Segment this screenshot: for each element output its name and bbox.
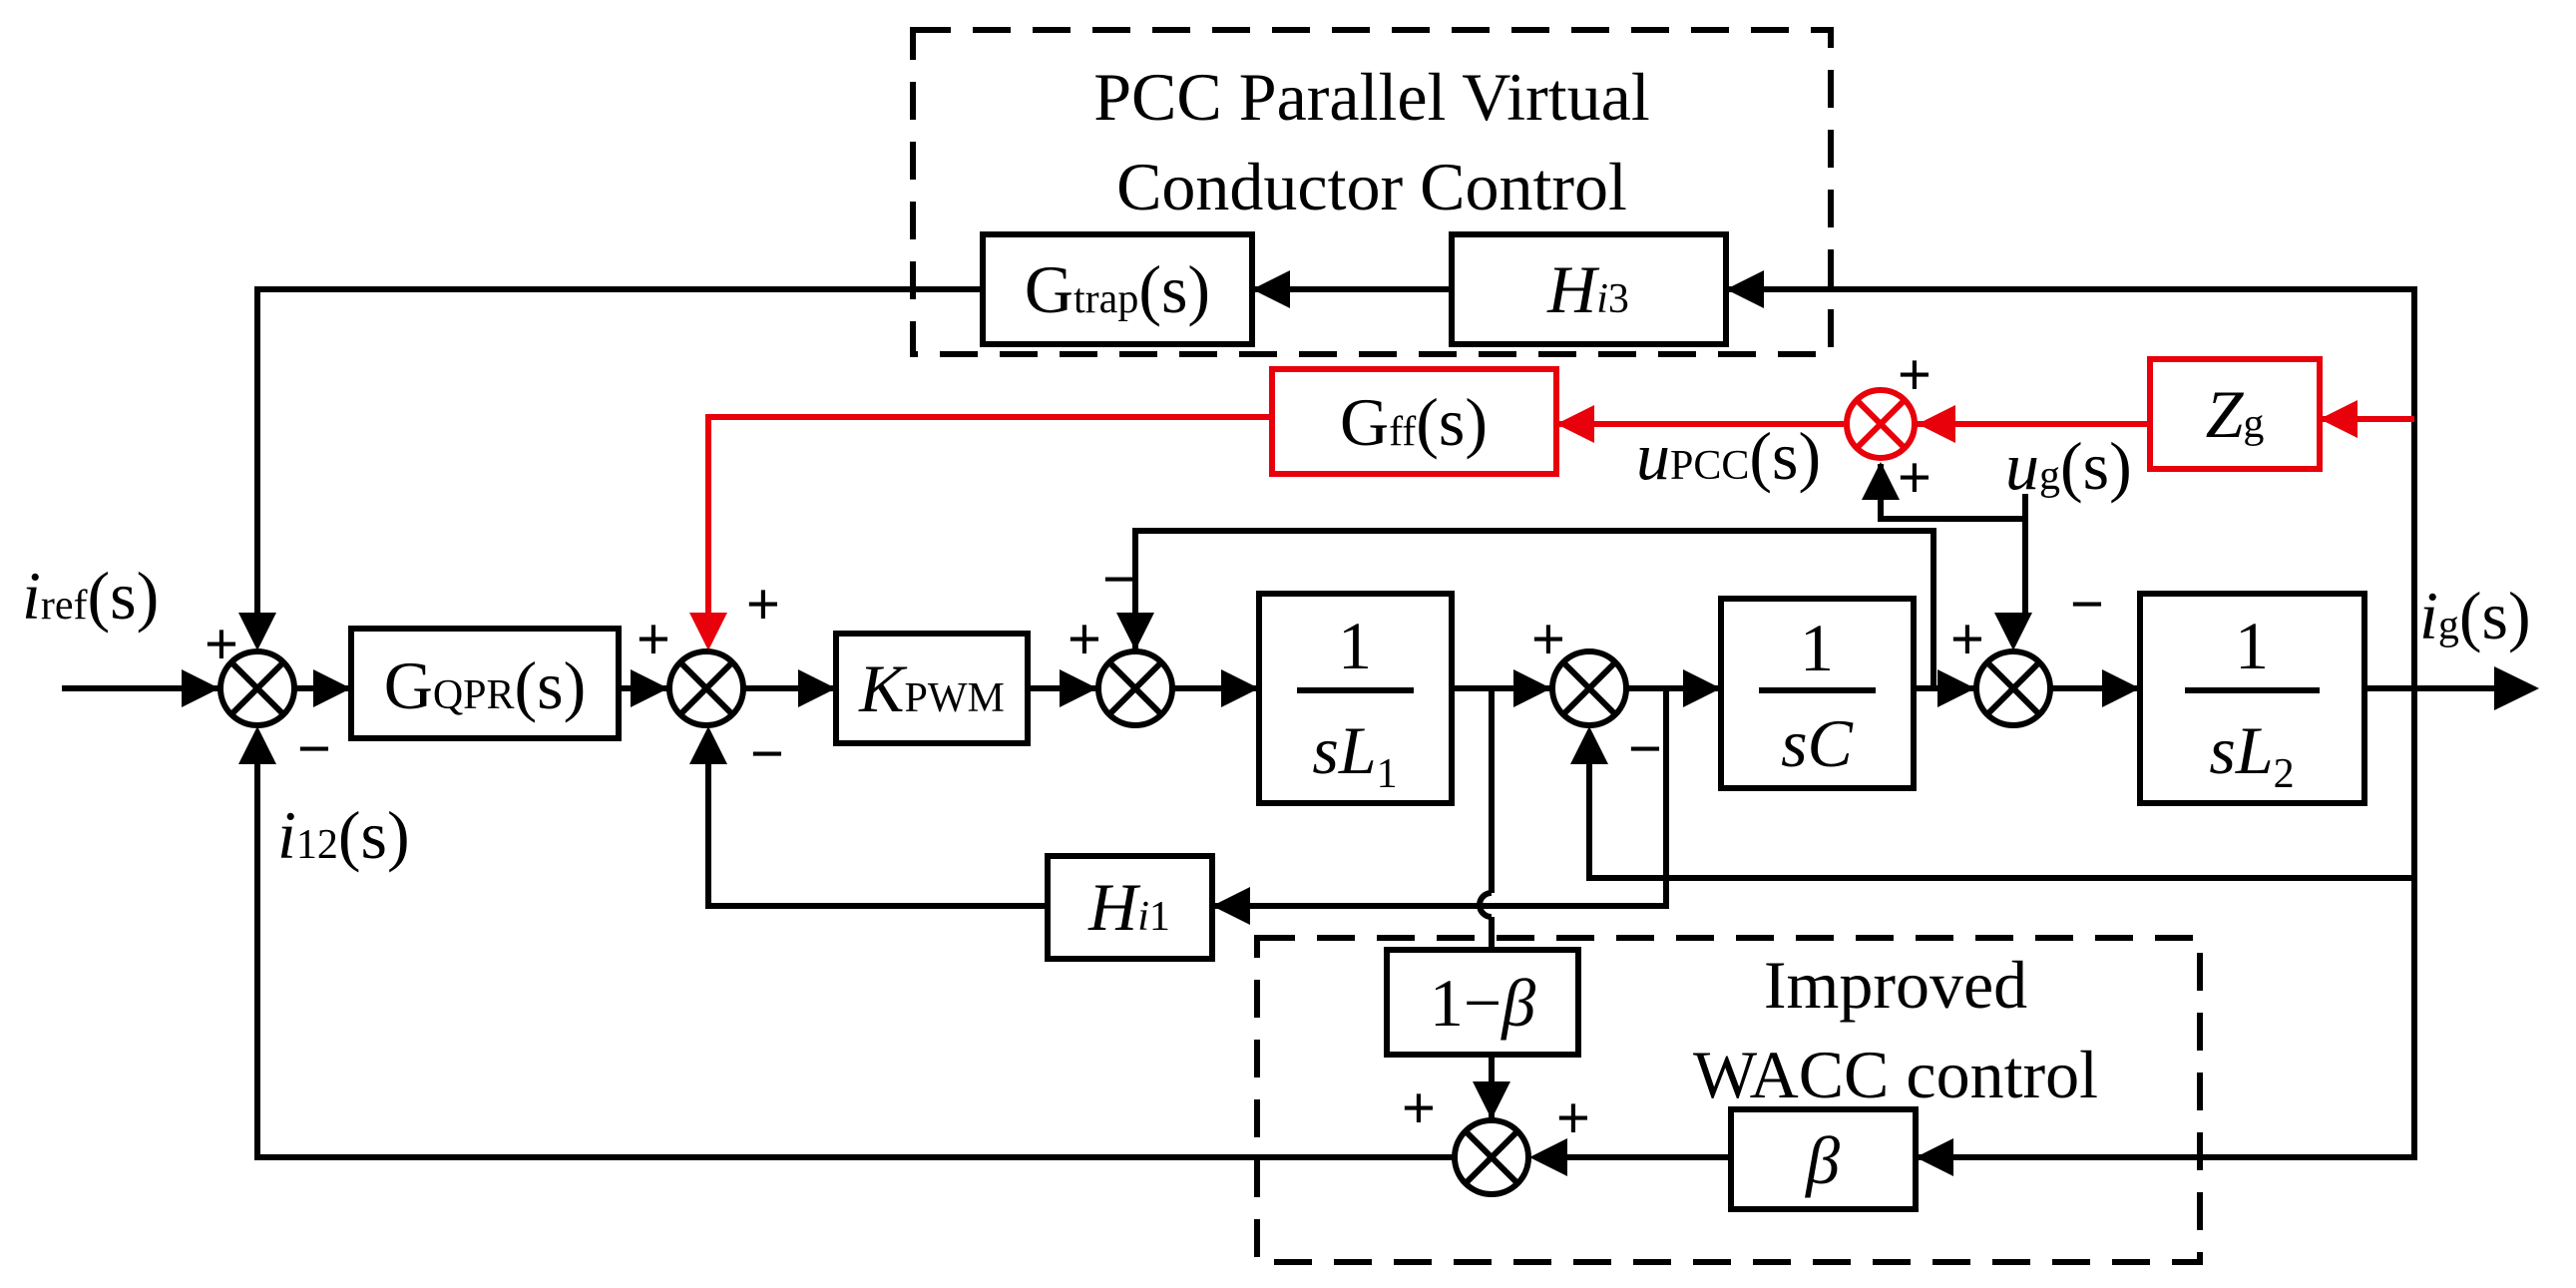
sign-plus: +	[746, 572, 780, 637]
beta-block: β	[1728, 1106, 1919, 1212]
pcc-region-title-line2: Conductor Control	[1116, 149, 1627, 224]
svg-text:sL2: sL2	[2209, 712, 2294, 797]
summing-junction-3	[1095, 648, 1175, 728]
arrowhead	[1212, 887, 1250, 925]
ug-label: ug(s)	[2005, 428, 2132, 504]
wire-i1-to-hi1	[1212, 688, 1669, 909]
kpwm-block: KPWM	[833, 631, 1031, 746]
capacitor-c-block: 1 sC	[1718, 596, 1917, 791]
arrowhead	[1252, 270, 1290, 308]
arrowhead	[1683, 669, 1721, 707]
svg-text:Gtrap(s): Gtrap(s)	[1025, 251, 1210, 327]
sign-plus: +	[637, 607, 670, 671]
wacc-region-title-line1: Improved	[1764, 947, 2027, 1023]
svg-text:1−β: 1−β	[1430, 965, 1535, 1041]
gqpr-block: GQPR(s)	[348, 626, 622, 741]
arrowhead	[1994, 613, 2032, 650]
sign-plus: +	[1898, 342, 1932, 407]
summing-junction-wacc	[1452, 1117, 1531, 1197]
svg-text:Gff(s): Gff(s)	[1340, 384, 1488, 460]
svg-text:Zg: Zg	[2206, 376, 2265, 452]
arrowhead	[1556, 405, 1594, 443]
svg-text:sC: sC	[1781, 705, 1853, 781]
arrowhead	[1916, 1138, 1953, 1176]
wire-ig-to-hi3	[1726, 286, 2417, 688]
arrowhead	[689, 726, 727, 764]
sign-plus: +	[1402, 1075, 1436, 1140]
arrowhead	[1116, 613, 1154, 650]
arrowhead	[238, 613, 276, 650]
sign-minus: −	[297, 716, 331, 781]
zg-block: Zg	[2147, 356, 2323, 472]
sign-minus: −	[750, 721, 784, 786]
sign-plus: +	[205, 612, 238, 676]
arrowhead	[1937, 669, 1975, 707]
svg-text:β: β	[1804, 1122, 1840, 1198]
svg-text:sL1: sL1	[1312, 712, 1397, 797]
sign-plus: +	[1068, 607, 1101, 671]
hi3-block: Hi3	[1449, 231, 1729, 347]
pcc-region-title-line1: PCC Parallel Virtual	[1093, 59, 1650, 135]
summing-junction-1	[217, 648, 297, 728]
one-minus-beta-block: 1−β	[1384, 947, 1581, 1058]
summing-junction-5	[1973, 648, 2053, 728]
sign-plus: +	[1898, 445, 1932, 510]
sign-plus: +	[1556, 1085, 1590, 1150]
inductor-l1-block: 1 sL1	[1256, 591, 1455, 806]
summing-junction-upcc	[1844, 387, 1918, 461]
summing-junction-2	[666, 648, 746, 728]
arrowhead	[1473, 1081, 1510, 1119]
wire-gtrap-to-sum1	[254, 286, 983, 644]
svg-text:1: 1	[2235, 608, 2269, 683]
arrowhead	[1513, 669, 1551, 707]
i12-label: i12(s)	[277, 797, 410, 873]
arrowhead	[798, 669, 836, 707]
arrowhead	[1918, 405, 1955, 443]
arrowhead	[689, 613, 727, 650]
ig-label: ig(s)	[2419, 578, 2531, 653]
wire-ig-to-sum4	[1586, 688, 2417, 881]
sign-minus: −	[2070, 572, 2104, 637]
wire-hi1-to-sum2	[705, 736, 1048, 909]
arrowhead	[1726, 270, 1764, 308]
inductor-l2-block: 1 sL2	[2137, 591, 2367, 806]
sign-plus: +	[1531, 607, 1565, 671]
arrowhead	[1862, 462, 1900, 500]
summing-junction-4	[1549, 648, 1629, 728]
wire-ig-to-beta	[1916, 878, 2417, 1160]
svg-text:GQPR(s): GQPR(s)	[384, 647, 587, 723]
arrowhead	[238, 726, 276, 764]
sign-plus: +	[1950, 607, 1984, 671]
arrowhead	[2102, 669, 2140, 707]
gtrap-block: Gtrap(s)	[980, 231, 1255, 347]
svg-text:KPWM: KPWM	[858, 650, 1005, 726]
pcc-control-region	[910, 27, 1834, 357]
svg-text:Hi1: Hi1	[1087, 869, 1170, 945]
arrowhead	[1060, 669, 1097, 707]
svg-text:1: 1	[1338, 608, 1372, 683]
svg-text:1: 1	[1800, 610, 1834, 685]
upcc-label: uPCC(s)	[1636, 418, 1821, 494]
arrowhead	[1529, 1138, 1567, 1176]
wire-gff-to-sum2	[705, 414, 1272, 629]
arrowhead	[2320, 400, 2358, 438]
wacc-region-title-line2: WACC control	[1693, 1037, 2098, 1112]
arrowhead	[631, 669, 668, 707]
sign-minus: −	[1102, 547, 1136, 612]
arrowhead	[182, 669, 219, 707]
arrowhead	[1570, 726, 1608, 764]
arrowhead	[2494, 666, 2539, 710]
svg-text:Hi3: Hi3	[1546, 251, 1629, 327]
gff-block: Gff(s)	[1269, 366, 1559, 477]
arrowhead	[313, 669, 351, 707]
iref-label: iref(s)	[22, 558, 159, 634]
hi1-block: Hi1	[1045, 853, 1215, 962]
wacc-control-region	[1254, 935, 2203, 1265]
wire-sum6-to-sum1	[254, 733, 1454, 1160]
sign-minus: −	[1628, 716, 1662, 781]
wire-uc-feedback	[1132, 528, 1936, 688]
arrowhead	[1221, 669, 1259, 707]
